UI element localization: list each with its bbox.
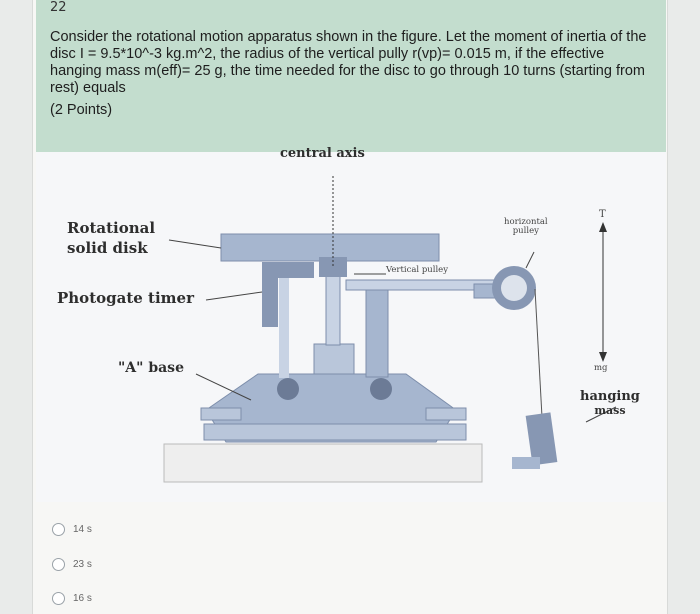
option-2[interactable]: 23 s: [52, 558, 92, 571]
apparatus-figure: central axis Rotational solid disk Photo…: [36, 146, 666, 502]
option-3-label: 16 s: [73, 593, 92, 604]
option-2-label: 23 s: [73, 559, 92, 570]
base-label: "A" base: [118, 360, 184, 376]
photogate-post: [279, 278, 289, 378]
base-knob-right: [370, 378, 392, 400]
photogate-side: [262, 262, 278, 327]
tension-arrow-head-up: [599, 222, 607, 232]
option-3[interactable]: 16 s: [52, 592, 92, 605]
horizontal-pulley-inner: [501, 275, 527, 301]
leader-horizontal-pulley: [525, 251, 535, 269]
hub: [319, 257, 347, 277]
horizontal-pulley-label: horizontal pulley: [504, 217, 548, 236]
leader-base: [195, 373, 252, 401]
option-1-radio[interactable]: [52, 523, 65, 536]
base-foot-right: [425, 407, 467, 421]
base-foot-left: [200, 407, 242, 421]
option-1[interactable]: 14 s: [52, 523, 92, 536]
hanging-mass: [525, 412, 558, 466]
hanging-mass-holder: [512, 457, 540, 469]
central-axis-label: central axis: [280, 146, 365, 161]
tension-arrow-head-down: [599, 352, 607, 362]
ground-slab: [163, 443, 483, 483]
weight-label: mg: [594, 363, 608, 373]
base-rail: [203, 423, 467, 441]
vertical-shaft: [325, 269, 341, 346]
pulley-arm: [345, 279, 495, 291]
photogate-label: Photogate timer: [57, 289, 194, 307]
question-number: 22: [50, 0, 67, 15]
vertical-pulley-label: Vertical pulley: [386, 265, 449, 275]
apparatus-drawing: [163, 176, 617, 483]
leader-photogate: [205, 291, 263, 301]
option-1-label: 14 s: [73, 524, 92, 535]
leader-disk: [168, 239, 222, 249]
rotational-disk: [220, 233, 440, 262]
question-text: Consider the rotational motion apparatus…: [50, 29, 647, 96]
option-3-radio[interactable]: [52, 592, 65, 605]
leader-hanging-mass: [585, 406, 617, 423]
question-header: [36, 0, 666, 152]
string: [534, 288, 543, 418]
hanging-mass-label: hanging mass: [580, 389, 640, 418]
base-knob-left: [277, 378, 299, 400]
tension-label: T: [599, 209, 606, 220]
right-support: [365, 281, 389, 378]
question-points: (2 Points): [50, 102, 113, 118]
column-base: [313, 343, 355, 375]
rotational-disk-label: Rotational solid disk: [67, 219, 156, 257]
option-2-radio[interactable]: [52, 558, 65, 571]
